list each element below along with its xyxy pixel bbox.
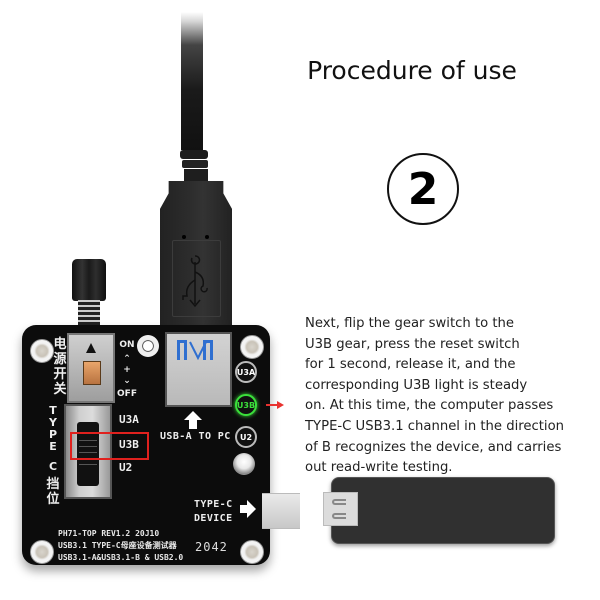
led-u3a: U3A bbox=[235, 361, 257, 383]
type-c-port[interactable] bbox=[262, 493, 300, 529]
power-switch-knob[interactable] bbox=[72, 259, 106, 301]
instruction-line: TYPE-C USB3.1 channel in the direction bbox=[305, 418, 565, 434]
serial-number: 2042 bbox=[195, 540, 228, 554]
instruction-line: Next, flip the gear switch to the bbox=[305, 316, 515, 331]
type-c-gear-label: T Y P E C 挡 位 bbox=[44, 404, 62, 508]
usb-a-to-pc-label: USB-A TO PC bbox=[160, 431, 231, 442]
info-line: PH71-TOP REV1.2 20J10 bbox=[58, 529, 160, 538]
led-u2: U2 bbox=[235, 426, 257, 448]
label-char: 源 bbox=[53, 352, 67, 367]
switch-spring bbox=[78, 300, 100, 330]
gear-label-u2: U2 bbox=[119, 461, 133, 474]
screw-icon bbox=[30, 339, 54, 363]
plug-dot bbox=[182, 235, 186, 239]
label-char: C bbox=[48, 460, 58, 473]
usb-plug-panel bbox=[172, 240, 221, 317]
label-char: 位 bbox=[46, 492, 60, 507]
led-label: U2 bbox=[239, 432, 253, 442]
label-char: E bbox=[49, 440, 57, 453]
connector-slot bbox=[332, 499, 346, 505]
flash-drive-connector bbox=[323, 492, 358, 526]
typec-label-line: TYPE-C bbox=[194, 499, 233, 510]
led-label: U3B bbox=[236, 400, 256, 410]
led-label: U3A bbox=[236, 367, 256, 377]
typec-label-line: DEVICE bbox=[194, 513, 233, 524]
instruction-line: out read-write testing. bbox=[305, 460, 453, 476]
instruction-line: for 1 second, release it, and the bbox=[305, 357, 516, 373]
cable-strain-relief bbox=[180, 150, 208, 159]
down-arrow-icon: ⌄ bbox=[123, 376, 131, 386]
plug-dot bbox=[205, 235, 209, 239]
screw-icon bbox=[240, 335, 264, 359]
off-label: OFF bbox=[117, 389, 137, 399]
arrow-right-icon bbox=[240, 500, 256, 518]
instruction-line: on. At this time, the computer passes bbox=[305, 398, 554, 414]
instruction-line: corresponding U3B light is steady bbox=[305, 377, 528, 393]
reset-button[interactable] bbox=[233, 453, 255, 475]
screw-icon bbox=[240, 540, 264, 564]
info-line: USB3.1-A&USB3.1-B & USB2.0 bbox=[58, 553, 184, 562]
label-char: 电 bbox=[53, 337, 67, 352]
cable-strain-relief bbox=[184, 169, 208, 181]
port-pins-icon bbox=[189, 341, 207, 360]
label-char: 挡 bbox=[46, 477, 60, 492]
usb-flash-drive bbox=[331, 477, 555, 544]
usb-a-port[interactable] bbox=[165, 332, 232, 407]
label-char: T bbox=[49, 404, 57, 417]
port-contact bbox=[177, 340, 187, 360]
page-title: Procedure of use bbox=[307, 56, 517, 85]
port-contact bbox=[203, 340, 213, 360]
label-char: Y bbox=[49, 416, 57, 429]
connector-slot bbox=[332, 513, 346, 519]
board-info: PH71-TOP REV1.2 20J10 USB3.1 TYPE-C母座设备测… bbox=[58, 528, 183, 564]
info-line: USB3.1 TYPE-C母座设备测试器 bbox=[58, 541, 177, 550]
power-switch-label: 电 源 开 关 bbox=[52, 337, 68, 397]
gear-label-u3b: U3B bbox=[119, 438, 139, 451]
cable-strain-relief bbox=[182, 160, 208, 168]
typec-device-label: TYPE-C DEVICE bbox=[194, 498, 233, 526]
power-switch-triangle-icon bbox=[86, 343, 96, 353]
instruction-text: Next, flip the gear switch to the U3B ge… bbox=[305, 314, 580, 479]
step-number-badge: 2 bbox=[387, 153, 459, 225]
red-arrow-icon bbox=[266, 401, 284, 409]
label-char: 开 bbox=[53, 367, 67, 382]
on-label: ON bbox=[119, 340, 135, 350]
arrow-up-icon bbox=[184, 411, 202, 429]
step-number: 2 bbox=[407, 163, 439, 215]
up-arrow-icon: ⌃ bbox=[123, 354, 131, 364]
selected-gear-highlight bbox=[70, 432, 149, 460]
usb-cable bbox=[181, 0, 203, 150]
plus-icon: + bbox=[123, 365, 131, 375]
screw-icon bbox=[137, 335, 159, 357]
label-char: P bbox=[48, 428, 58, 441]
power-switch-slider[interactable] bbox=[83, 361, 101, 385]
usb-logo-icon bbox=[182, 255, 208, 308]
instruction-line: U3B gear, press the reset switch bbox=[305, 336, 520, 352]
gear-label-u3a: U3A bbox=[119, 413, 139, 426]
screw-icon bbox=[30, 540, 54, 564]
led-u3b: U3B bbox=[235, 394, 257, 416]
on-off-indicator: ON ⌃ + ⌄ OFF bbox=[115, 340, 139, 400]
instruction-line: of B recognizes the device, and carries bbox=[305, 439, 562, 455]
label-char: 关 bbox=[53, 382, 67, 397]
